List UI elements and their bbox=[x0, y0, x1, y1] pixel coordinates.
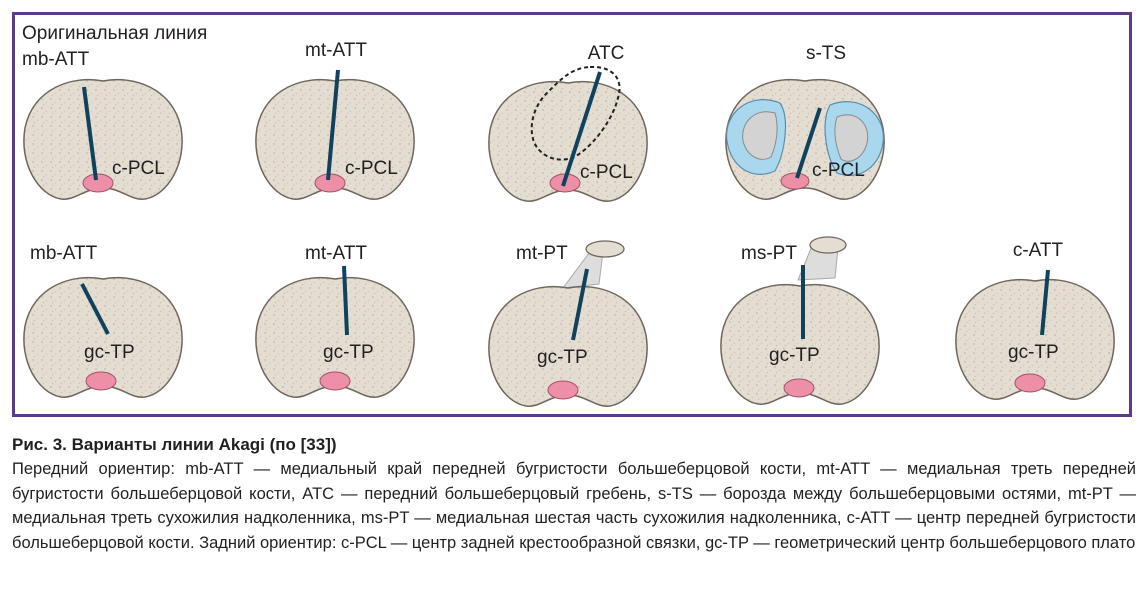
figure-caption: Рис. 3. Варианты линии Akagi (по [33]) П… bbox=[12, 434, 1136, 555]
tibial-plateau-5 bbox=[23, 276, 183, 398]
akagi-line-6 bbox=[342, 265, 349, 336]
tibial-tuberosity-icon bbox=[809, 236, 847, 254]
akagi-line-7 bbox=[571, 268, 589, 341]
title-line1-p1: Оригинальная линия bbox=[22, 23, 208, 44]
pcl-footprint-icon bbox=[783, 378, 815, 398]
posterior-label-p2: c-PCL bbox=[345, 158, 398, 179]
tibial-plateau-6 bbox=[255, 276, 415, 398]
posterior-label-p3: c-PCL bbox=[580, 162, 633, 183]
atc-dashed-outline-icon bbox=[530, 65, 621, 161]
pcl-footprint-icon bbox=[319, 371, 351, 391]
akagi-line-4 bbox=[795, 107, 822, 179]
pcl-footprint-icon bbox=[85, 371, 117, 391]
akagi-line-3 bbox=[561, 71, 602, 187]
akagi-line-1 bbox=[82, 86, 98, 181]
center-label-p9: gc-TP bbox=[1008, 342, 1059, 363]
posterior-label-p1: c-PCL bbox=[112, 158, 165, 179]
title-p5: mb-ATT bbox=[30, 243, 98, 264]
pcl-footprint-icon bbox=[82, 173, 114, 193]
tibial-tuberosity-icon bbox=[585, 240, 625, 258]
akagi-line-9 bbox=[1040, 269, 1050, 336]
tibial-plateau-8 bbox=[720, 283, 880, 405]
tibial-plateau-1 bbox=[23, 78, 183, 200]
title-p4: s-TS bbox=[805, 43, 847, 64]
title-p3: ATC bbox=[587, 43, 625, 64]
pcl-footprint-icon bbox=[780, 172, 810, 190]
title-p8: ms-PT bbox=[741, 243, 797, 264]
lateral-meniscus-icon bbox=[742, 111, 778, 160]
pcl-footprint-icon bbox=[547, 380, 579, 400]
tibial-plateau-3 bbox=[488, 80, 648, 202]
akagi-line-2 bbox=[326, 69, 340, 181]
caption-title: Рис. 3. Варианты линии Akagi (по [33]) bbox=[12, 435, 337, 454]
title-p9: c-ATT bbox=[1012, 240, 1064, 261]
tibial-plateau-4 bbox=[725, 78, 885, 200]
center-label-p7: gc-TP bbox=[537, 347, 588, 368]
tibial-plateau-9 bbox=[955, 278, 1115, 400]
figure-frame bbox=[12, 12, 1132, 417]
medial-meniscus-icon bbox=[834, 114, 869, 162]
akagi-line-5 bbox=[80, 283, 110, 335]
posterior-label-p4: c-PCL bbox=[812, 160, 865, 181]
title-p1: mb-ATT bbox=[22, 49, 90, 70]
center-label-p8: gc-TP bbox=[769, 345, 820, 366]
title-p2: mt-ATT bbox=[305, 40, 367, 61]
center-label-p5: gc-TP bbox=[84, 342, 135, 363]
center-label-p6: gc-TP bbox=[323, 342, 374, 363]
pcl-footprint-icon bbox=[1014, 373, 1046, 393]
caption-body: Передний ориентир: mb-ATT — медиальный к… bbox=[12, 460, 1136, 552]
title-p6: mt-ATT bbox=[305, 243, 367, 264]
title-p7: mt-PT bbox=[516, 243, 568, 264]
tibial-plateau-7 bbox=[488, 285, 648, 407]
figure-illustrations bbox=[23, 65, 1115, 407]
